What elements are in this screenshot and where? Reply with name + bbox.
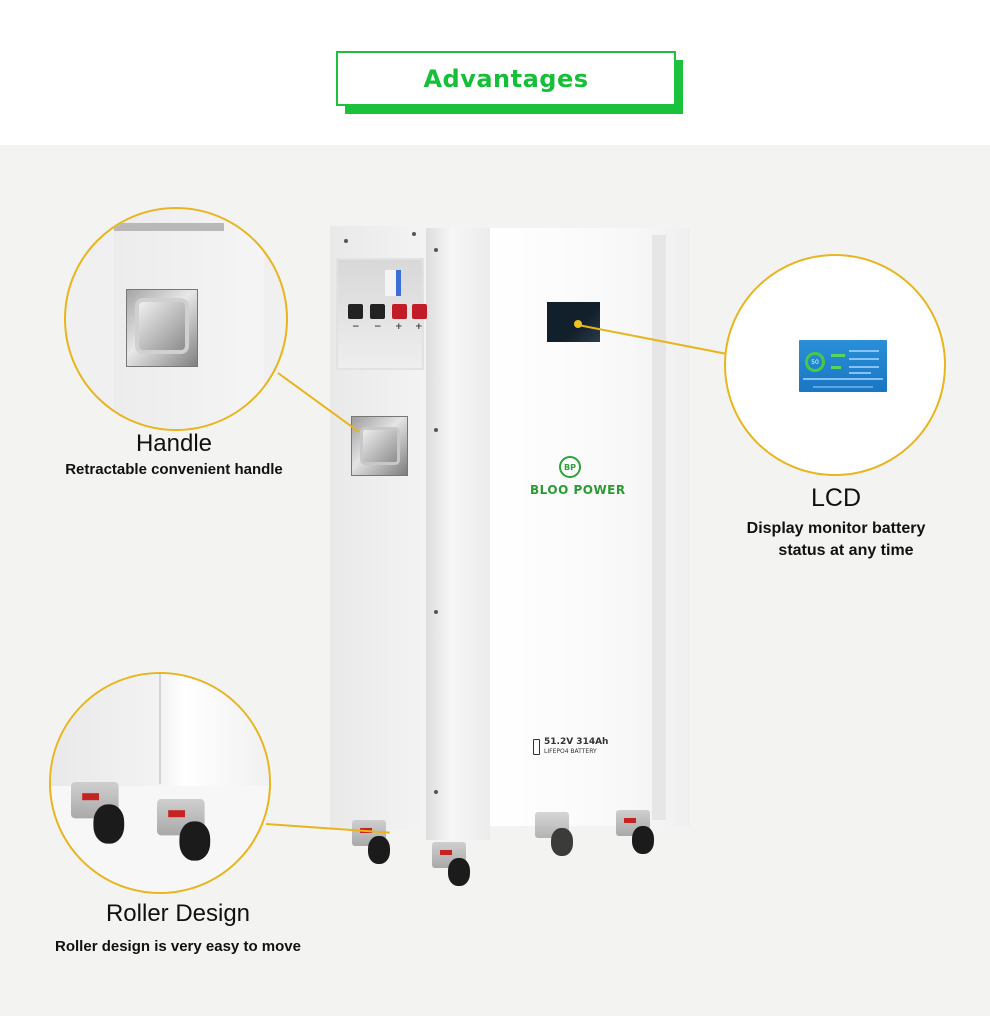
- handle-icon: [351, 416, 408, 476]
- cabinet-trim: [652, 235, 666, 820]
- handle-closeup-icon: [126, 289, 198, 367]
- feature-desc-handle: Retractable convenient handle: [65, 461, 283, 478]
- caster-wheel-icon: [352, 820, 392, 864]
- positive-terminal-icon: [392, 304, 407, 319]
- terminal-label: +: [415, 322, 423, 332]
- soc-gauge: 50: [805, 352, 825, 372]
- positive-terminal-icon: [412, 304, 427, 319]
- negative-terminal-icon: [348, 304, 363, 319]
- caster-wheel-icon: [432, 842, 472, 886]
- screw-icon: [434, 248, 438, 252]
- title-banner: Advantages: [336, 51, 676, 106]
- caster-wheel-icon: [535, 812, 575, 856]
- lcd-pointer-dot: [574, 320, 582, 328]
- page-title: Advantages: [423, 64, 589, 93]
- feature-title-roller: Roller Design: [105, 900, 251, 927]
- terminal-label: −: [352, 322, 360, 332]
- roller-zoom-circle: [49, 672, 271, 894]
- spec-voltage: 51.2V 314Ah: [544, 737, 609, 747]
- terminal-label: −: [374, 322, 382, 332]
- feature-desc-roller: Roller design is very easy to move: [55, 938, 301, 955]
- terminal-label: +: [395, 322, 403, 332]
- cabinet-corner: [426, 228, 490, 840]
- lcd-screen: [547, 302, 600, 342]
- screw-icon: [434, 428, 438, 432]
- lcd-display-closeup: 50: [799, 340, 887, 392]
- caster-wheel-closeup-icon: [71, 782, 127, 844]
- negative-terminal-icon: [370, 304, 385, 319]
- battery-icon: [533, 739, 540, 755]
- lcd-zoom-circle: 50: [724, 254, 946, 476]
- feature-desc-lcd-line1: Display monitor battery: [746, 520, 926, 537]
- spec-chemistry: LIFEPO4 BATTERY: [544, 748, 597, 755]
- screw-icon: [344, 239, 348, 243]
- screw-icon: [434, 610, 438, 614]
- handle-zoom-circle: [64, 207, 288, 431]
- brand-logo-icon: BP: [559, 456, 581, 478]
- screw-icon: [412, 232, 416, 236]
- screw-icon: [434, 790, 438, 794]
- caster-wheel-icon: [616, 810, 656, 854]
- caster-wheel-closeup-icon: [157, 799, 213, 861]
- feature-desc-lcd-line2: status at any time: [778, 542, 914, 559]
- brand-name: BLOO POWER: [530, 483, 626, 497]
- feature-title-handle: Handle: [135, 430, 213, 457]
- feature-title-lcd: LCD: [810, 484, 861, 512]
- circuit-breaker-icon: [385, 270, 401, 296]
